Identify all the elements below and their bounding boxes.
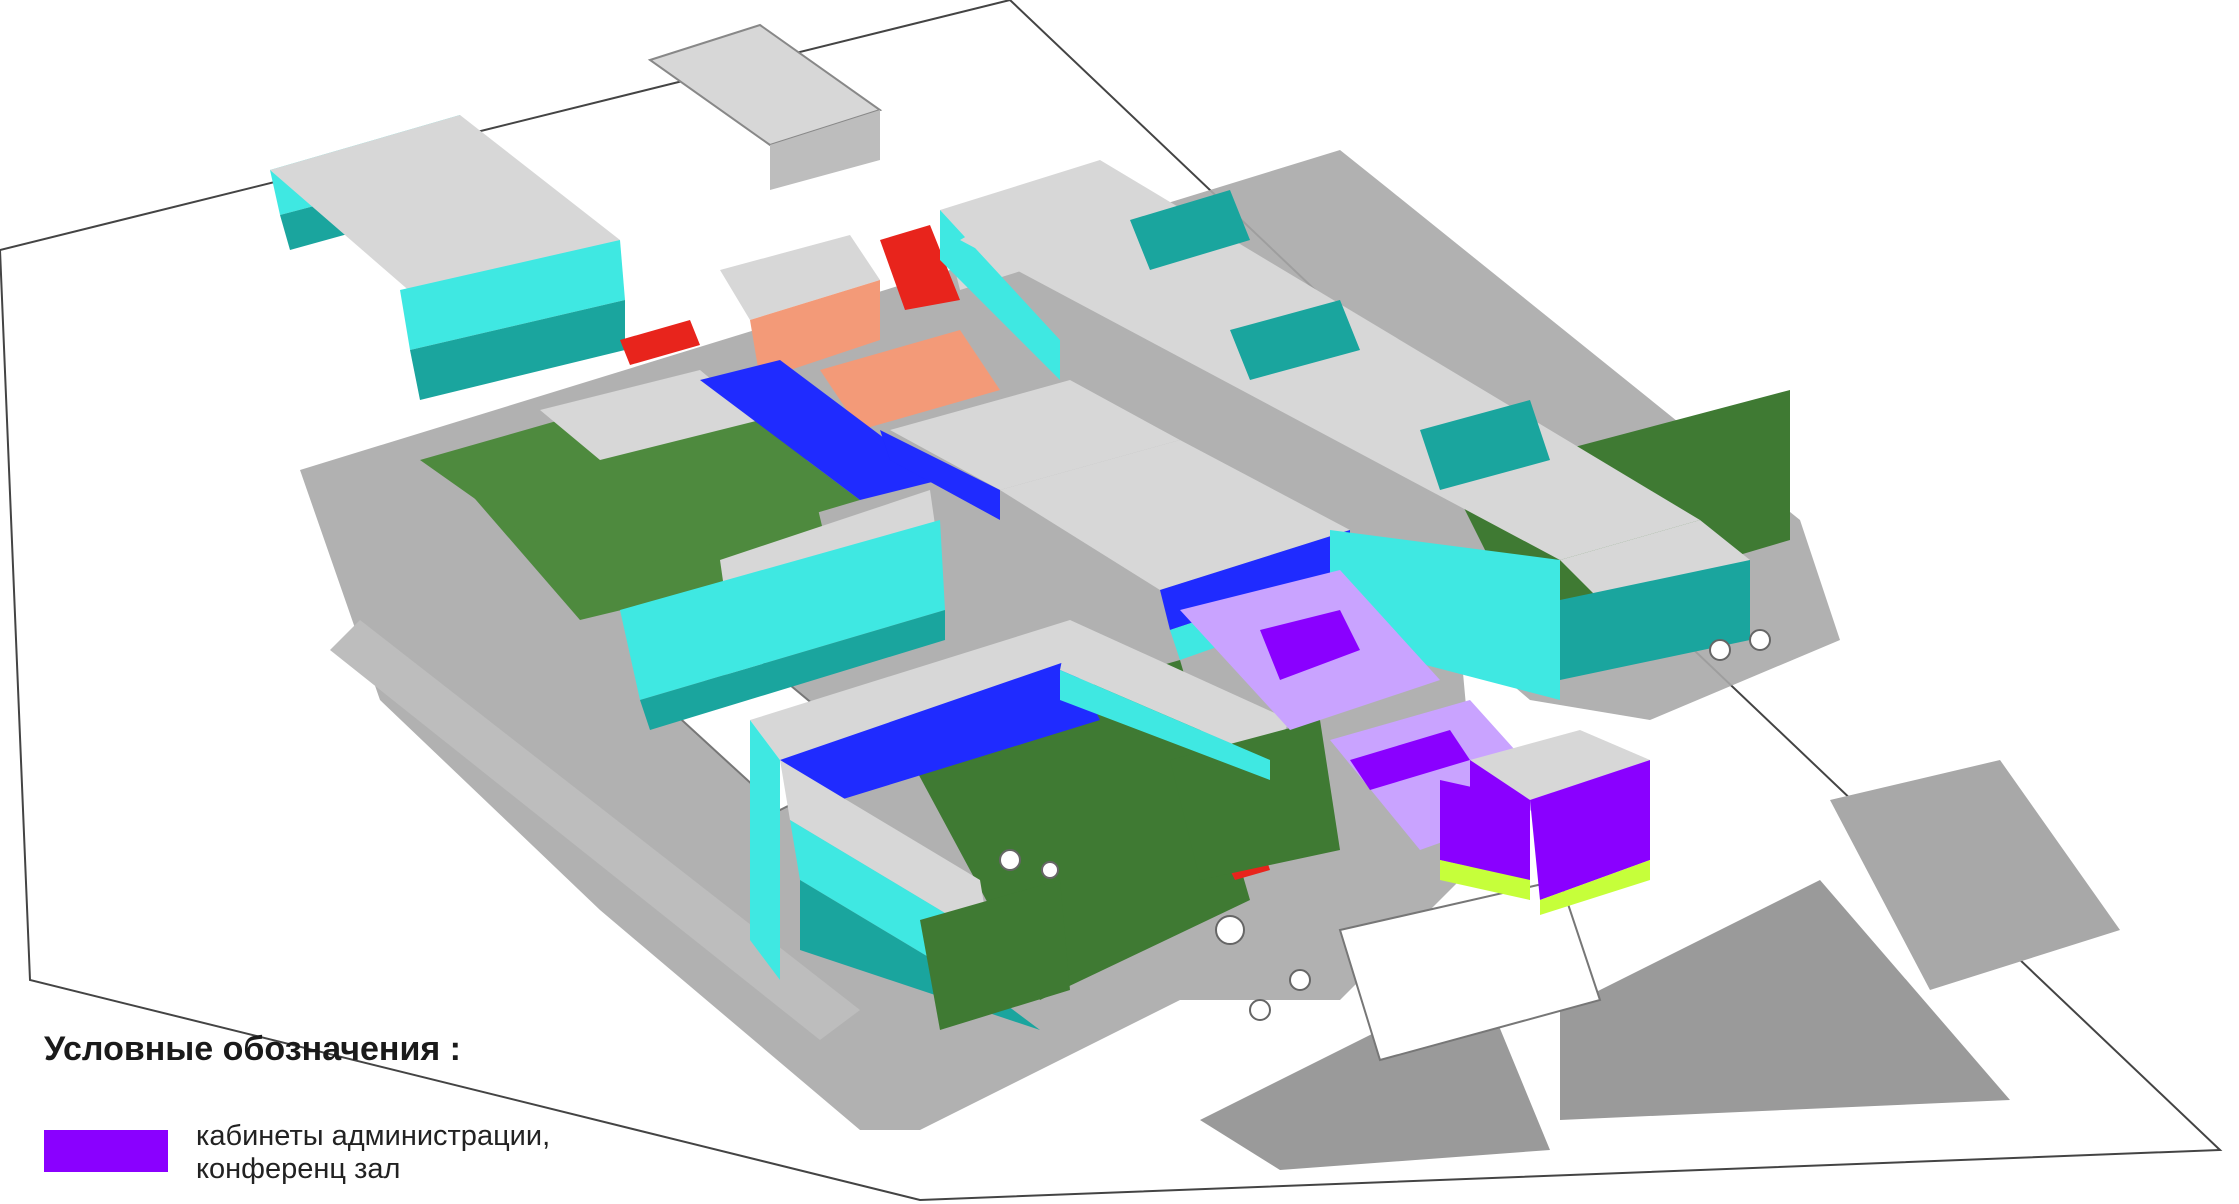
- tree-markers: [999, 629, 1771, 1021]
- building-b: [647, 23, 883, 190]
- building-d: [420, 360, 945, 730]
- building-c: [720, 235, 1000, 430]
- legend-item-admin: кабинеты администрации, конференц зал: [44, 1120, 804, 1196]
- legend-label-admin: кабинеты администрации, конференц зал: [196, 1120, 551, 1185]
- building-g: [750, 620, 1340, 1030]
- legend-title: Условные обозначения :: [44, 1030, 461, 1068]
- building-a: [270, 115, 625, 400]
- building-f: [940, 160, 1750, 700]
- admin-block: [1180, 570, 1650, 915]
- legend: Условные обозначения : кабинеты админист…: [44, 1030, 804, 1200]
- legend-swatch-admin: [44, 1130, 168, 1172]
